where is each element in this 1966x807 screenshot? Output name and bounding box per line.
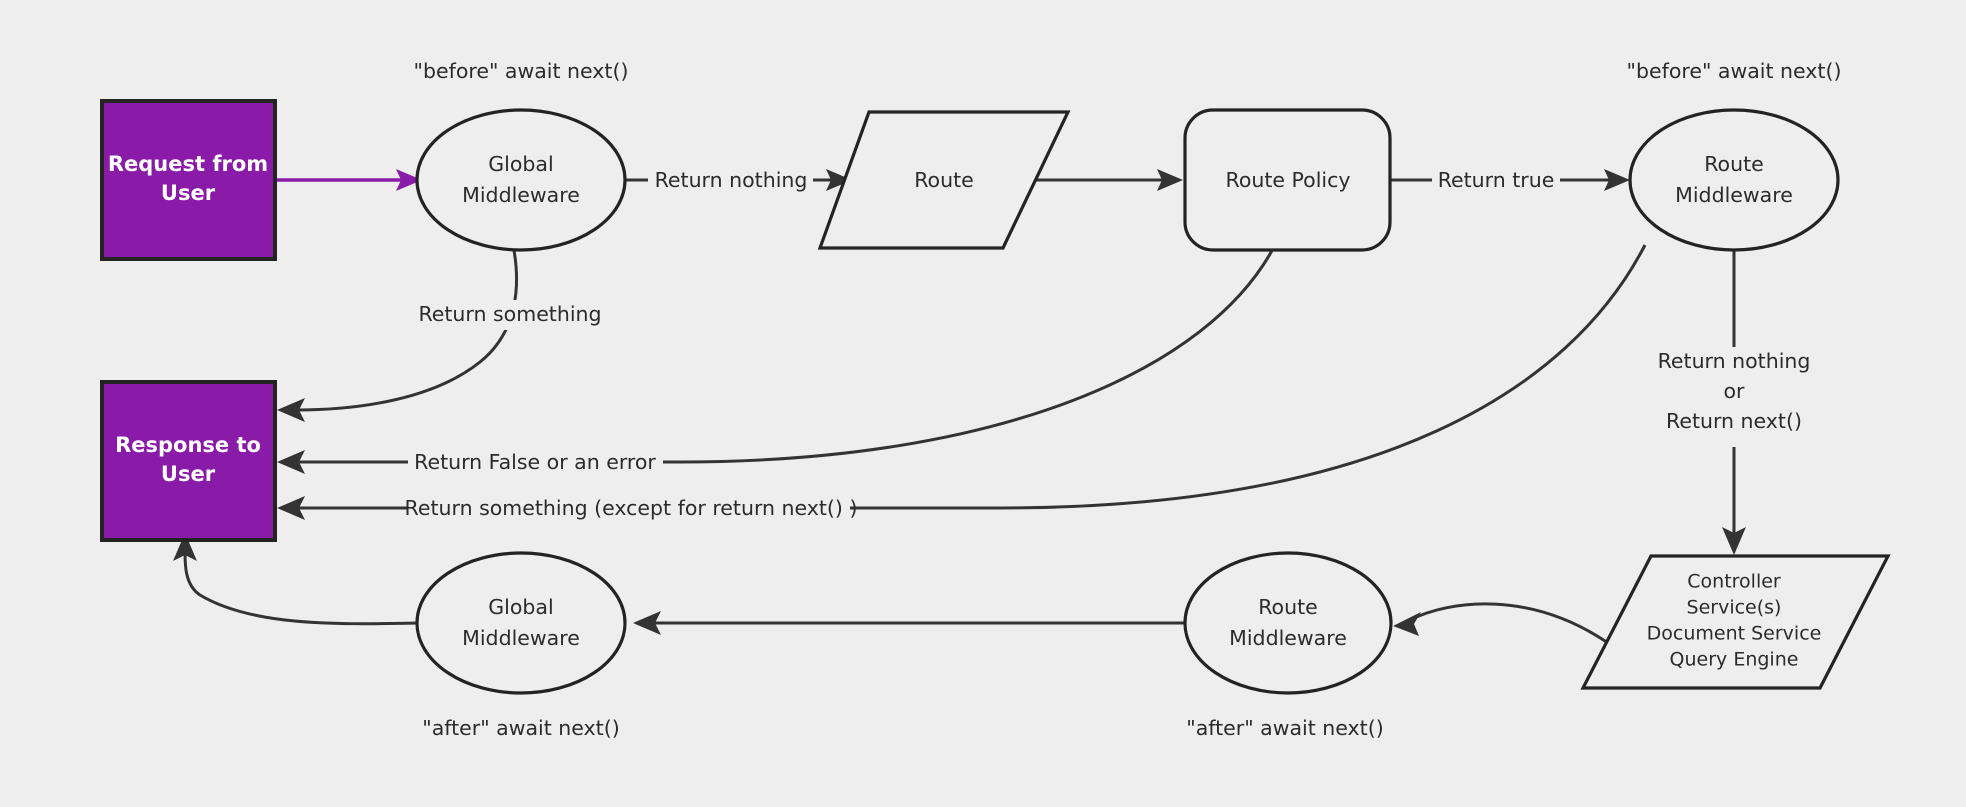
response-to-user-box[interactable] — [100, 380, 277, 542]
controller-parallelogram[interactable] — [1580, 554, 1891, 690]
edge-label-return-false-or-error: Return False or an error — [414, 450, 656, 474]
node-route[interactable]: Route — [817, 110, 1071, 250]
route-middleware-before-label-line1: Route — [1704, 152, 1764, 176]
edge-label-bg — [408, 494, 850, 524]
node-global-middleware-after[interactable]: Global Middleware — [415, 551, 627, 695]
edge-global-middleware-to-response: Return something — [277, 244, 612, 422]
request-from-user-label-line1: Request from — [108, 152, 268, 176]
route-policy-label: Route Policy — [1226, 168, 1351, 192]
edge-controller-to-route-middleware-after — [1393, 602, 1609, 645]
edge-label-return-nothing-line: Return nothing — [1658, 349, 1811, 373]
request-from-user-box[interactable] — [100, 99, 277, 261]
route-middleware-after-label-line1: Route — [1258, 595, 1318, 619]
response-to-user-label-line2: User — [161, 462, 216, 486]
edge-label-return-something-except-next: Return something (except for return next… — [405, 496, 858, 520]
route-middleware-before-label-line2: Middleware — [1675, 183, 1793, 207]
route-middleware-after-label-line2: Middleware — [1229, 626, 1347, 650]
controller-label-line2: Service(s) — [1687, 597, 1782, 619]
global-middleware-after-ellipse[interactable] — [415, 551, 627, 695]
node-global-middleware-before[interactable]: Global Middleware — [415, 108, 627, 252]
route-label: Route — [914, 168, 974, 192]
edge-route-policy-to-route-middleware: Return true — [1390, 166, 1630, 194]
annotation-after-await-next-global: "after" await next() — [422, 716, 619, 740]
edge-route-middleware-to-response-something: Return something (except for return next… — [277, 244, 1647, 524]
annotation-before-await-next-route: "before" await next() — [1627, 59, 1842, 83]
request-from-user-label-line2: User — [161, 181, 216, 205]
node-route-middleware-after[interactable]: Route Middleware — [1183, 551, 1393, 695]
route-middleware-after-ellipse[interactable] — [1183, 551, 1393, 695]
edge-label-return-true: Return true — [1438, 168, 1555, 192]
global-middleware-before-ellipse[interactable] — [415, 108, 627, 252]
node-response-to-user[interactable]: Response to User — [100, 380, 277, 542]
node-route-policy[interactable]: Route Policy — [1183, 108, 1392, 252]
annotation-after-await-next-route: "after" await next() — [1186, 716, 1383, 740]
node-controller[interactable]: Controller Service(s) Document Service Q… — [1580, 554, 1891, 690]
edge-route-middleware-after-to-global-middleware-after — [633, 611, 1185, 635]
edge-label-return-nothing: Return nothing — [655, 168, 808, 192]
global-middleware-before-label-line1: Global — [488, 152, 553, 176]
edge-label-return-next: Return next() — [1666, 409, 1802, 433]
edge-label-return-something: Return something — [418, 302, 601, 326]
edge-label-bg — [408, 300, 612, 330]
edge-global-middleware-after-to-response — [173, 533, 419, 626]
global-middleware-after-label-line1: Global — [488, 595, 553, 619]
route-middleware-before-ellipse[interactable] — [1628, 108, 1840, 252]
controller-label-line1: Controller — [1687, 571, 1781, 593]
global-middleware-after-label-line2: Middleware — [462, 626, 580, 650]
edge-request-to-global-middleware — [277, 169, 422, 191]
global-middleware-before-label-line2: Middleware — [462, 183, 580, 207]
edge-route-middleware-to-controller: Return nothing or Return next() — [1652, 245, 1818, 555]
edge-label-bg — [1652, 347, 1818, 447]
controller-label-line4: Query Engine — [1670, 649, 1799, 671]
edge-global-middleware-to-route: Return nothing — [625, 166, 852, 194]
node-request-from-user[interactable]: Request from User — [100, 99, 277, 261]
annotation-before-await-next-global: "before" await next() — [414, 59, 629, 83]
edge-label-bg — [648, 166, 813, 194]
controller-label-line3: Document Service — [1647, 623, 1822, 645]
edge-label-or: or — [1724, 379, 1746, 403]
edge-label-bg — [1432, 166, 1560, 194]
response-to-user-label-line1: Response to — [115, 433, 261, 457]
edge-label-bg — [408, 448, 663, 478]
edge-route-policy-to-response-false: Return False or an error — [277, 244, 1277, 478]
route-parallelogram[interactable] — [817, 110, 1071, 250]
route-policy-box[interactable] — [1183, 108, 1392, 252]
node-route-middleware-before[interactable]: Route Middleware — [1628, 108, 1840, 252]
